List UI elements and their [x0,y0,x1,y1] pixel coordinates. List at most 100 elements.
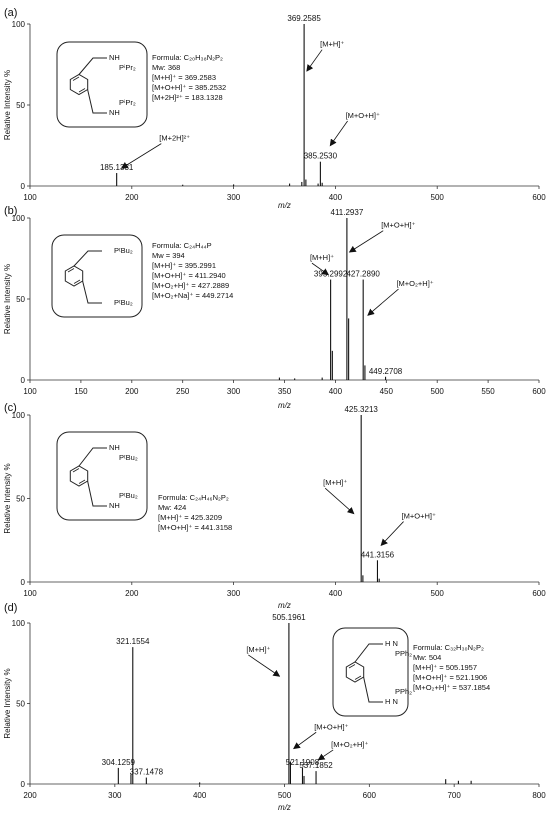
y-tick-label: 0 [21,182,26,191]
x-tick-label: 100 [23,193,37,202]
y-tick-label: 50 [16,700,25,709]
x-tick-label: 250 [176,387,190,396]
benzene-ring [69,465,89,487]
annotation-arrow [348,230,384,253]
compound-info-line: [M+O+H]⁺ = 441.3158 [158,523,232,532]
panel-label: (c) [4,402,17,414]
panel-label: (b) [4,205,17,217]
compound-info-line: [M+O₂+H]⁺ = 537.1854 [413,683,490,692]
compound-info-line: [M+H]⁺ = 425.3209 [158,513,222,522]
benzene-double-bond [72,76,80,81]
benzene-double-bond [73,279,81,284]
ion-annotation: [M+O₂+H]⁺ [331,740,368,749]
x-tick-label: 800 [532,791,546,800]
x-axis-label: m/z [278,401,291,410]
y-tick-label: 100 [12,20,26,29]
annotation-arrow [306,49,323,72]
x-tick-label: 300 [108,791,122,800]
ion-annotation: [M+2H]²⁺ [159,134,190,143]
structure-frame [51,234,143,318]
x-axis-label: m/z [278,601,291,610]
y-tick-label: 50 [16,495,25,504]
ion-annotation: [M+O+H]⁺ [314,722,348,731]
x-tick-label: 200 [125,589,139,598]
peak-label: 304.1259 [102,758,136,767]
panel-label: (a) [4,7,17,19]
compound-info-line: [M+2H]²⁺ = 183.1328 [152,93,223,102]
annotation-arrow [324,487,355,515]
structure-frame [332,627,409,717]
peak-label: 441.3156 [361,550,395,559]
top-arm-bond [78,57,107,75]
structure-frame [56,41,148,128]
top-phosphine-label: PᵗBu₂ [114,246,133,255]
compound-info-line: Formula: C₂₄H₄₄P [152,241,212,250]
x-tick-label: 100 [23,387,37,396]
y-axis-label: Relative Intensity % [3,668,12,738]
compound-info-line: [M+O₂+Na]⁺ = 449.2714 [152,291,233,300]
compound-info-line: [M+H]⁺ = 369.2583 [152,73,216,82]
top-phosphine-label: PPh₂ [395,649,412,658]
annotation-arrow [329,120,348,147]
bottom-phosphine-label: PᵗBu₂ [119,491,138,500]
x-tick-label: 500 [278,791,292,800]
y-tick-label: 100 [12,619,26,628]
ion-annotation: [M+H]⁺ [323,478,347,487]
compound-info-line: Mw: 504 [413,653,441,662]
x-tick-label: 400 [329,589,343,598]
ion-annotation: [M+H]⁺ [310,253,334,262]
x-tick-label: 300 [227,387,241,396]
annotation-arrow [317,749,334,761]
y-tick-label: 50 [16,101,25,110]
x-tick-label: 600 [532,387,546,396]
compound-info-line: Mw = 394 [152,251,185,260]
peak-label: 537.1852 [299,761,333,770]
compound-info-line: Mw: 368 [152,63,180,72]
ion-annotation: [M+O+H]⁺ [381,221,415,230]
benzene-ring [345,661,365,683]
annotation-arrow [248,654,281,677]
compound-info-line: Formula: C₃₂H₃₀N₂P₂ [413,643,484,652]
y-axis-label: Relative Intensity % [3,463,12,533]
y-tick-label: 0 [21,780,26,789]
benzene-ring [69,73,89,96]
top-amine-label: H N [385,639,398,648]
structure-frame [56,431,148,521]
bottom-phosphine-label: PⁱPr₂ [119,98,136,107]
compound-info-line: [M+O₂+H]⁺ = 427.2889 [152,281,229,290]
benzene-double-bond [354,675,362,680]
y-axis-label: Relative Intensity % [3,264,12,334]
bottom-amine-label: NH [109,108,120,117]
benzene-double-bond [78,479,86,484]
top-amine-label: NH [109,443,120,452]
top-arm-bond [73,250,102,267]
x-tick-label: 600 [532,589,546,598]
peak-label: 369.2585 [287,14,321,23]
ion-annotation: [M+H]⁺ [246,645,270,654]
x-tick-label: 300 [227,589,241,598]
bottom-arm-bond [87,480,107,507]
top-phosphine-label: PᵗBu₂ [119,453,138,462]
peak-label: 425.3213 [344,405,378,414]
compound-info-line: Formula: C₂₀H₃₈N₂P₂ [152,53,223,62]
bottom-amine-label: H N [385,697,398,706]
x-tick-label: 500 [431,387,445,396]
x-axis-label: m/z [278,201,291,210]
bottom-phosphine-label: PPh₂ [395,687,412,696]
ion-annotation: [M+H]⁺ [320,40,344,49]
annotation-arrow [293,731,317,750]
x-tick-label: 200 [125,387,139,396]
x-tick-label: 100 [23,589,37,598]
x-tick-label: 450 [380,387,394,396]
x-tick-label: 400 [193,791,207,800]
peak-label: 427.2890 [346,270,380,279]
benzene-ring [64,265,84,287]
x-tick-label: 400 [329,193,343,202]
benzene-double-bond [67,268,75,273]
benzene-double-bond [348,664,356,669]
ion-annotation: [M+O+H]⁺ [346,111,380,120]
x-tick-label: 300 [227,193,241,202]
